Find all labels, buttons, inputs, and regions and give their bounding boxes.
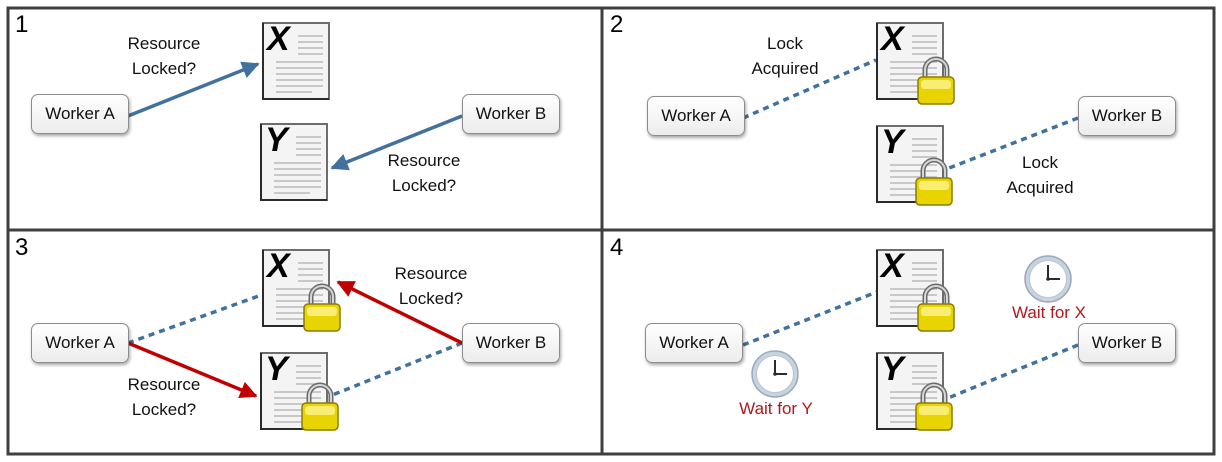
padlock-icon [917,283,955,332]
panel-1-label-b: Resource Locked? [387,151,461,195]
panel-4-document-x: X [876,247,955,332]
panel-1-arrow-b-to-y [330,114,463,171]
panel-1-label-a: Resource Locked? [127,34,201,78]
panel-1-number: 1 [15,11,29,38]
document-label-y: Y [265,121,288,159]
panel-1-worker-a: Worker A [31,94,129,134]
panel-3-line-b-to-y [329,341,463,398]
panel-2-label-a: Lock Acquired [751,34,819,78]
panel-4-number: 4 [610,234,624,261]
panel-2-worker-b: Worker B [1078,96,1176,136]
document-label-y: Y [881,123,904,161]
panel-4-line-b-to-y [947,343,1079,400]
panel-3-arrow-b-to-x [336,280,463,345]
panel-2-worker-a: Worker A [647,96,745,136]
panel-1-document-y: Y [260,123,330,203]
panel-3-arrow-a-to-y [127,341,258,399]
panel-3-number: 3 [15,234,29,261]
padlock-icon [301,382,339,431]
panel-3-document-x: X [262,247,341,332]
panel-4-worker-b: Worker B [1078,323,1176,363]
panel-1-worker-b: Worker B [462,94,560,134]
panel-1-document-x: X [262,22,332,102]
panel-4-wait-for-x: Wait for X [1012,303,1086,322]
panel-1-arrow-a-to-x [127,61,260,118]
document-label-y: Y [265,350,288,388]
document-label-x: X [881,247,904,285]
panel-2-label-b: Lock Acquired [1006,153,1074,197]
document-label-y: Y [881,350,904,388]
padlock-icon [303,283,341,332]
clock-icon [1024,255,1072,303]
panel-3-worker-b: Worker B [462,323,560,363]
panel-4-document-y: Y [876,350,953,432]
panel-4-worker-a: Worker A [645,323,743,363]
panel-4-wait-for-y: Wait for Y [739,399,813,418]
document-icon [260,123,328,201]
panel-2-document-x: X [876,20,955,105]
panel-2-line-b-to-y [943,116,1079,172]
panel-4-clock-b [1023,254,1073,304]
document-label-x: X [267,20,290,58]
panel-3-label-b: Resource Locked? [394,264,468,308]
panel-3-label-a: Resource Locked? [127,375,201,419]
panel-3-worker-a: Worker A [31,323,129,363]
clock-icon [751,350,799,398]
panel-2-line-a-to-x [742,58,877,120]
padlock-icon [917,56,955,105]
panel-2-number: 2 [610,11,624,38]
document-label-x: X [267,247,290,285]
padlock-icon [915,382,953,431]
panel-2-document-y: Y [876,123,953,206]
panel-4-clock-a [750,349,800,399]
document-label-x: X [881,20,904,58]
panel-3-document-y: Y [260,350,339,432]
document-icon [262,22,330,100]
padlock-icon [915,157,953,206]
panel-4-border [600,228,1216,456]
